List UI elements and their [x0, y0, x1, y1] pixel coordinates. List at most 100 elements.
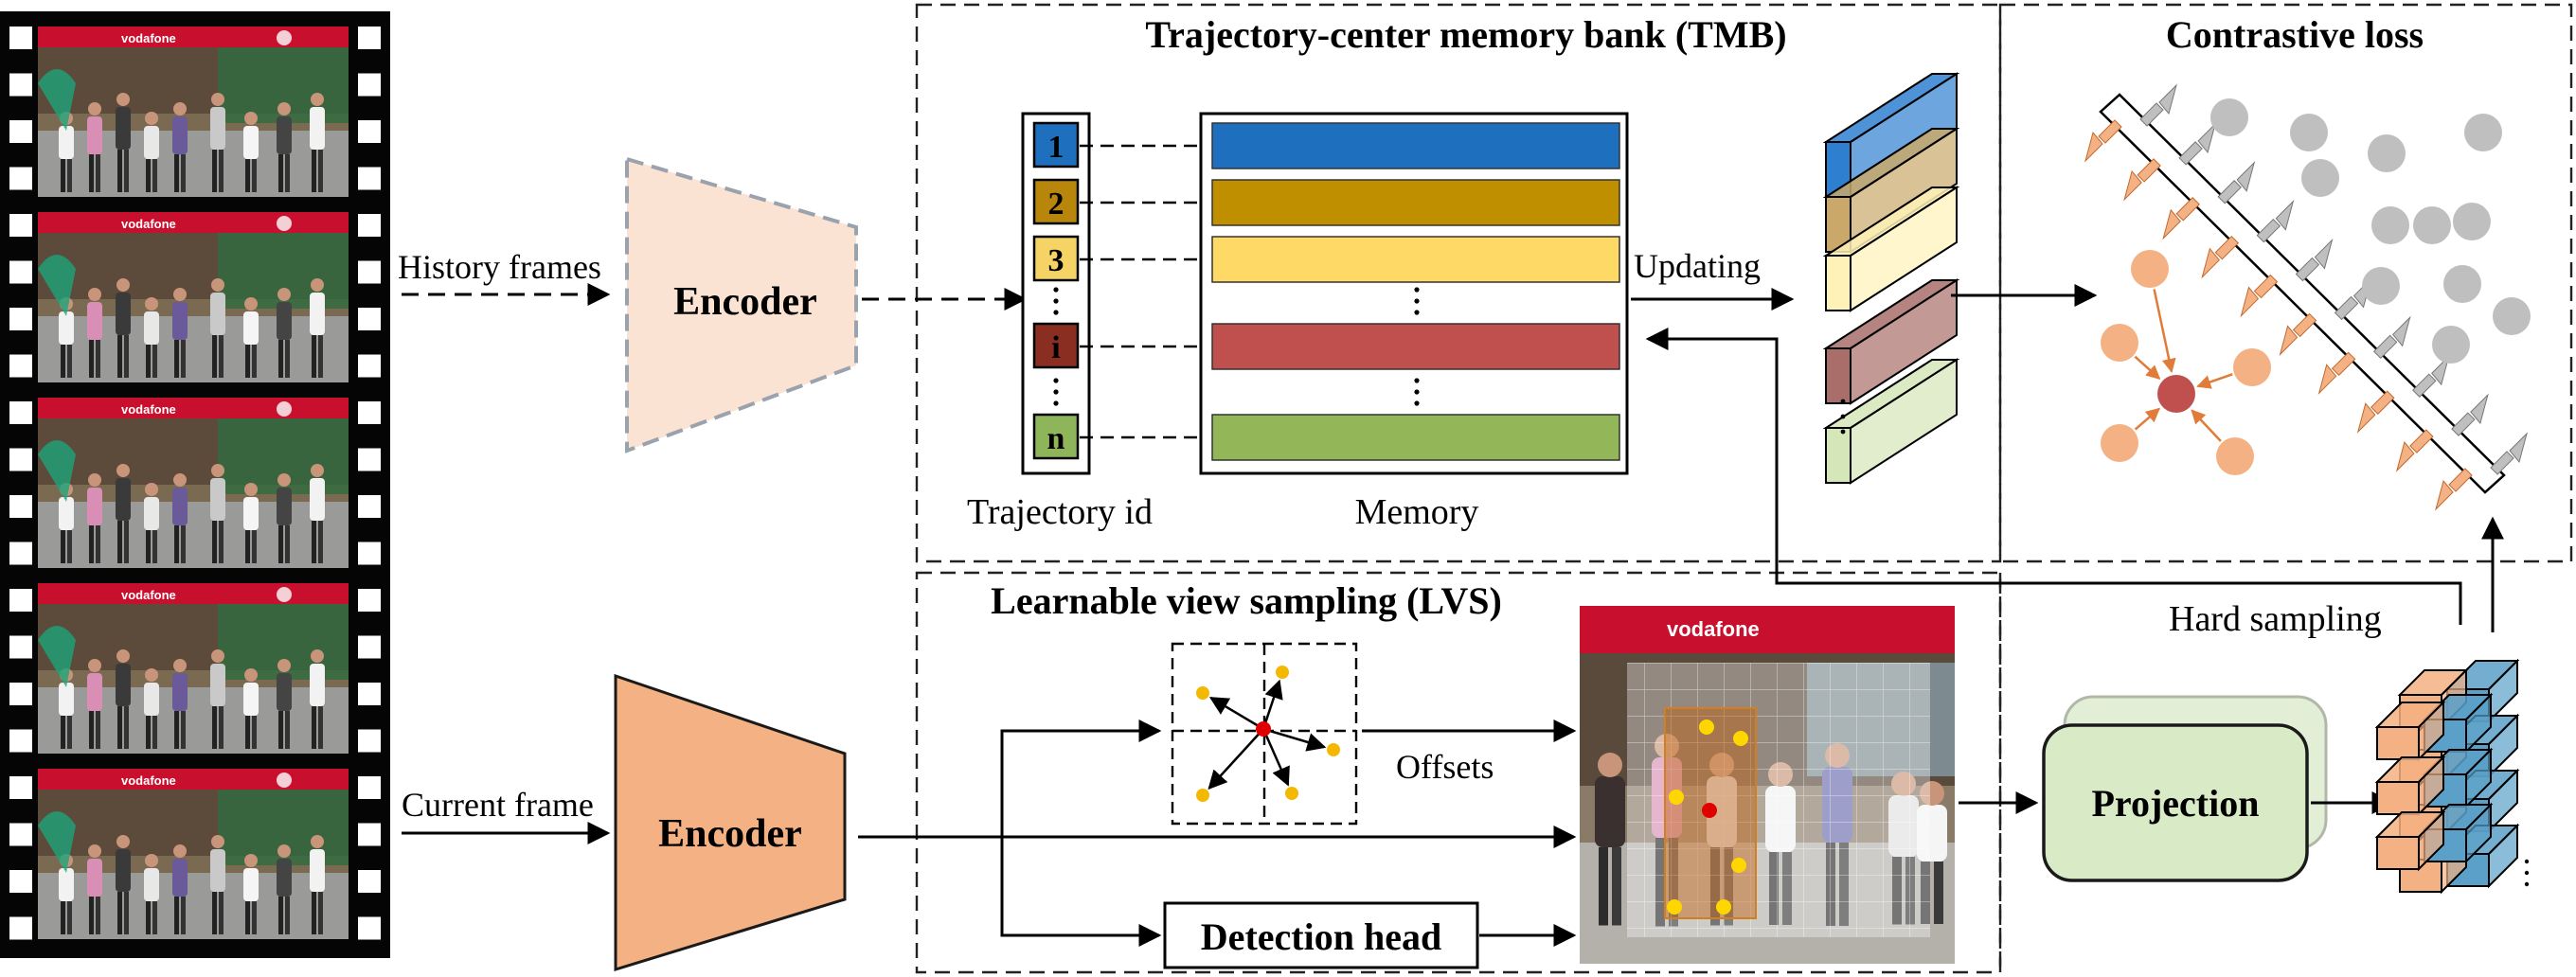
push-arrow-gray [2314, 238, 2334, 270]
push-arrow-orange [2356, 402, 2376, 434]
pull-arrow [2191, 409, 2222, 442]
negative-sample [2493, 297, 2531, 335]
projection-label: Projection [2092, 782, 2260, 825]
sprocket-hole-right [358, 823, 381, 846]
ellipsis-dot [1414, 298, 1420, 304]
offsets-label: Offsets [1396, 748, 1494, 786]
memory-row [1211, 179, 1620, 226]
film-frame: vodafone [38, 398, 349, 568]
pull-arrow [2196, 373, 2233, 389]
film-frame-sign: vodafone [121, 217, 176, 231]
sprocket-hole-left [9, 214, 32, 237]
sprocket-hole-right [358, 776, 381, 799]
push-arrow-orange [2123, 169, 2142, 202]
memory-row [1211, 122, 1620, 169]
sprocket-hole-left [9, 167, 32, 190]
ellipsis-dot [2524, 870, 2530, 876]
branch-to-sampler-arrow [1000, 719, 1162, 837]
projected-feature-orange [2374, 755, 2446, 817]
sprocket-hole-right [358, 448, 381, 471]
memory-row [1211, 323, 1620, 370]
sprocket-hole-left [9, 916, 32, 940]
sampled-point [1667, 899, 1682, 915]
sprocket-hole-left [9, 683, 32, 705]
ellipsis-dot [1840, 399, 1846, 404]
push-arrow-orange [2395, 441, 2415, 472]
sprocket-hole-left [9, 448, 32, 471]
encoder-bottom-shape [614, 673, 847, 972]
film-frame: vodafone [38, 212, 349, 382]
trajectory-id-text: 1 [1048, 130, 1064, 165]
ellipsis-dot [1840, 429, 1846, 435]
sampling-point [1196, 686, 1209, 700]
sprocket-hole-left [9, 308, 32, 330]
sprocket-hole-right [358, 167, 381, 190]
sprocket-hole-left [9, 495, 32, 518]
pull-arrow [2153, 289, 2176, 373]
push-arrow-gray [2197, 122, 2217, 153]
offset-sampler [1171, 642, 1358, 826]
sprocket-hole-right [358, 729, 381, 753]
trajectory-id-column [1021, 112, 1091, 475]
feature-stack [1822, 72, 1960, 485]
sprocket-hole-left [9, 870, 32, 893]
push-arrow-gray [2236, 161, 2256, 192]
positive-sample [2131, 250, 2169, 288]
sprocket-hole-right [358, 260, 381, 284]
ellipsis-dot [1414, 310, 1420, 315]
ellipsis-dot [1053, 400, 1059, 406]
sprocket-hole-left [9, 354, 32, 378]
offset-vector [1261, 728, 1290, 787]
tmb-title: Trajectory-center memory bank (TMB) [1145, 13, 1786, 56]
sprocket-hole-right [358, 214, 381, 237]
ellipsis-dot [1053, 310, 1059, 315]
negative-sample [2290, 114, 2328, 151]
negative-sample [2368, 134, 2406, 172]
center-point [1702, 803, 1717, 818]
push-arrow-orange [2201, 247, 2221, 279]
encoder-top-shape [625, 156, 858, 453]
sprocket-hole-right [358, 27, 381, 49]
detection-head-label: Detection head [1201, 915, 1441, 958]
sampling-point [1327, 743, 1340, 756]
decision-boundary [2099, 93, 2506, 494]
trajectory-id-text: 2 [1048, 187, 1064, 222]
film-frame-sign: vodafone [121, 773, 176, 788]
positive-sample [2233, 348, 2271, 386]
trajectory-id-cell [1032, 413, 1080, 460]
sampled-point [1669, 790, 1684, 805]
branch-to-detection-arrow [1000, 837, 1162, 947]
push-arrow-orange [2279, 325, 2299, 357]
offset-vector [1208, 728, 1264, 790]
detection-head-box [1163, 901, 1479, 969]
trajectory-id-cell [1032, 121, 1080, 169]
sprocket-hole-right [358, 589, 381, 612]
sampled-point [1699, 719, 1714, 735]
sprocket-hole-right [358, 683, 381, 705]
sprocket-hole-right [358, 916, 381, 940]
projected-feature-orange [2374, 700, 2446, 762]
sampling-point [1196, 789, 1209, 802]
film-frame-sign: vodafone [121, 31, 176, 45]
push-arrow-gray [2470, 393, 2489, 425]
memory-row [1211, 236, 1620, 283]
sprocket-hole-right [358, 542, 381, 565]
memory-row-list [1211, 122, 1620, 461]
sampled-point [1716, 899, 1731, 915]
negative-sample [2210, 98, 2248, 136]
ellipsis-dot [1053, 298, 1059, 304]
trajectory-id-cell [1032, 235, 1080, 282]
sprocket-hole-left [9, 73, 32, 97]
sprocket-hole-right [358, 120, 381, 143]
sprocket-hole-left [9, 542, 32, 565]
memory-label: Memory [1355, 492, 1479, 532]
trajectory-id-label: Trajectory id [967, 492, 1153, 532]
sampling-point [1285, 787, 1298, 800]
ellipsis-dot [2524, 881, 2530, 887]
push-arrow-gray [2391, 315, 2411, 347]
photo-sign: vodafone [1667, 617, 1760, 641]
offset-vector [1261, 679, 1283, 730]
ellipsis-dot [2524, 859, 2530, 864]
sampling-point [1276, 666, 1289, 679]
